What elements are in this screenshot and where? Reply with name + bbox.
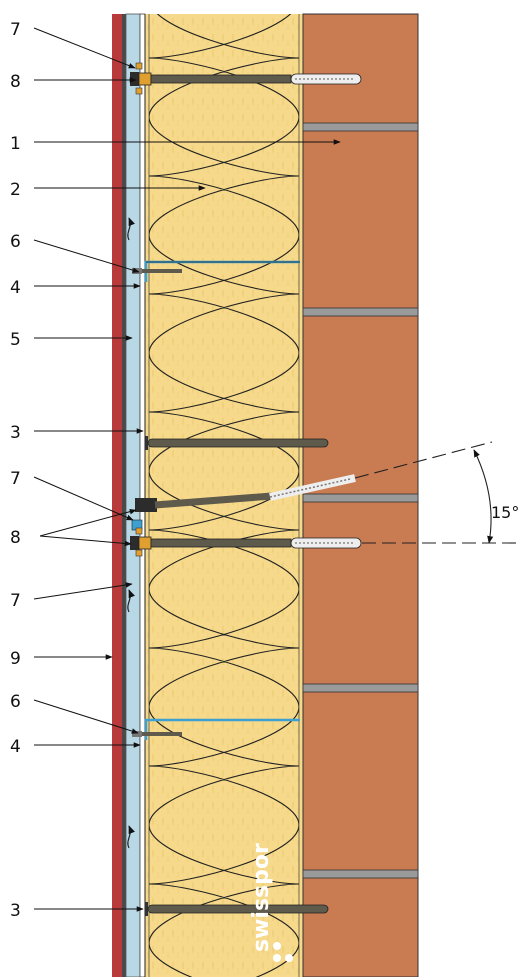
callout-label: 6	[10, 232, 21, 252]
mortar-joint	[302, 683, 419, 693]
mortar-joint	[302, 307, 419, 317]
callout-label: 4	[10, 278, 21, 298]
callout-labels: 7 8 1 2 6 4 5 3 7 8 7 9 6 4 3	[10, 20, 21, 921]
angle-annotation	[354, 441, 520, 544]
brick-wall	[302, 13, 419, 977]
svg-text:swisspor: swisspor	[249, 843, 274, 952]
callout-label: 8	[10, 72, 21, 92]
air-gap	[125, 13, 141, 977]
callout-label: 7	[10, 591, 21, 611]
brand-mark: swisspor	[249, 843, 293, 962]
callout-label: 1	[10, 134, 21, 154]
callout-label: 7	[10, 469, 21, 489]
leader-lines	[33, 27, 341, 912]
wind-barrier	[139, 13, 146, 977]
cladding-backing	[122, 14, 126, 977]
anchor-inclined	[131, 474, 356, 531]
angle-label: 15°	[491, 503, 519, 522]
bracket-lower	[132, 718, 300, 740]
airflow-arrows	[127, 217, 135, 849]
insulation-dowel-upper	[145, 436, 329, 450]
insulation-dowel-lower	[145, 902, 329, 916]
callout-label: 4	[10, 737, 21, 757]
callout-label: 9	[10, 649, 21, 669]
callout-label: 3	[10, 423, 21, 443]
insulation-layer	[144, 14, 304, 977]
mortar-joint	[302, 493, 419, 503]
callout-label: 7	[10, 20, 21, 40]
mortar-joint	[302, 869, 419, 879]
brand-dot-icon	[273, 954, 281, 962]
mortar-joint	[302, 122, 419, 132]
brand-dot-icon	[285, 954, 293, 962]
callout-label: 8	[10, 528, 21, 548]
callout-label: 5	[10, 330, 21, 350]
callout-label: 2	[10, 180, 21, 200]
callout-label: 3	[10, 901, 21, 921]
anchor-upper	[130, 62, 362, 95]
brand-dot-icon	[273, 942, 281, 950]
anchor-lower	[130, 527, 362, 557]
cladding-panel	[112, 14, 122, 977]
callout-label: 6	[10, 692, 21, 712]
